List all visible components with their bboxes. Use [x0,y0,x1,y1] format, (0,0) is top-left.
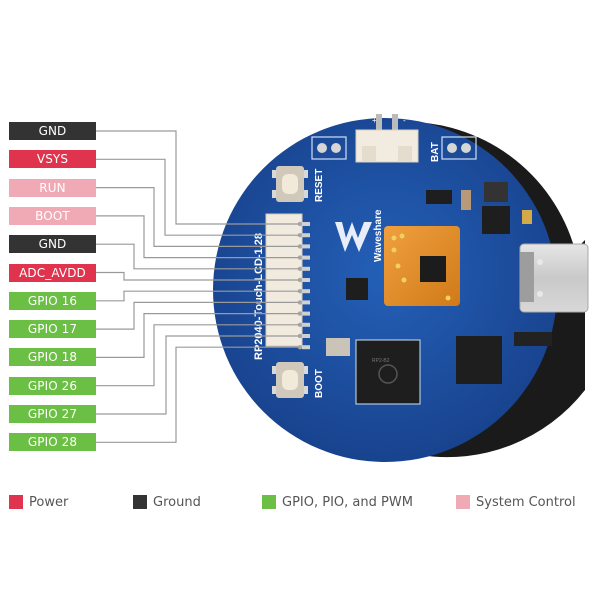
boot-silkscreen: BOOT [314,369,325,398]
connector-lead [302,255,310,260]
connector-lead [302,244,310,249]
pin-label: BOOT [9,206,96,225]
battery-connector: + - [355,114,419,163]
legend-swatch [456,495,470,509]
legend-label: Power [29,494,69,510]
connector-lead [302,334,310,338]
pin-wire [96,215,300,259]
pin-label: GND [9,122,96,140]
connector-lead [302,300,310,305]
pin-wire [96,158,300,236]
connector-lead [302,311,310,316]
connector-lead [302,322,310,327]
connector-lead [302,278,310,282]
pin-label: GPIO 27 [9,405,96,423]
reset-pads [311,136,347,160]
connector-lead [302,266,310,271]
capacitor [461,190,471,210]
pin-label: VSYS [9,150,96,169]
connector-lead [302,233,310,238]
legend-swatch [9,495,23,509]
pin-label: ADC_AVDD [9,263,96,282]
diode [514,332,552,346]
touch-flex-cable [384,226,460,306]
legend-item-system: System Control [456,494,576,510]
pin-label: GND [9,235,96,254]
legend-label: GPIO, PIO, and PWM [282,494,413,510]
transistor-1 [426,190,452,204]
regulator-chip [482,206,510,234]
waveshare-logo: Waveshare [335,209,384,262]
pin-label: GPIO 28 [9,433,96,452]
chip-text: RP2-B2 [372,358,390,364]
pin-wire [96,313,300,358]
legend-label: Ground [153,494,201,510]
minus-mark: - [403,116,406,125]
connector-lead [302,289,310,294]
brand-silkscreen: Waveshare [373,209,384,262]
led [522,210,532,224]
pin-wire [96,301,300,330]
reset-button [272,166,308,202]
board-name-silkscreen: RP2040-Touch-LCD-1.28 [253,233,265,360]
pin-label: GPIO 26 [9,376,96,395]
pin-wire [96,187,300,247]
pin-label: RUN [9,178,96,197]
pin-label: GPIO 16 [9,291,96,310]
rp2040-chip: RP2-B2 [355,339,421,405]
flash-chip [456,336,502,384]
connector-lead [302,345,310,350]
legend-swatch [262,495,276,509]
pin-wire [96,243,300,270]
pin-wire [96,271,300,281]
usb-c-port [519,243,589,313]
plus-mark: + [372,116,377,125]
boot-button [272,362,308,398]
reset-silkscreen: RESET [314,169,325,202]
legend-item-gpio: GPIO, PIO, and PWM [262,494,413,510]
pin-wire [96,346,300,443]
legend-swatch [133,495,147,509]
pin-wire [96,130,300,225]
pin-label: GPIO 18 [9,348,96,367]
legend-item-power: Power [9,494,68,510]
legend-label: System Control [476,494,576,510]
imu-chip [346,278,368,300]
bat-silkscreen: BAT [430,142,441,162]
bat-pads [441,136,477,160]
pin-wire [96,290,300,302]
connector-lead [302,222,310,226]
wire-group [96,130,300,443]
crystal [326,338,350,356]
pin-label: GPIO 17 [9,320,96,339]
pin-wire [96,324,300,387]
inductor [484,182,508,202]
pin-wire [96,335,300,415]
legend-item-ground: Ground [133,494,201,510]
